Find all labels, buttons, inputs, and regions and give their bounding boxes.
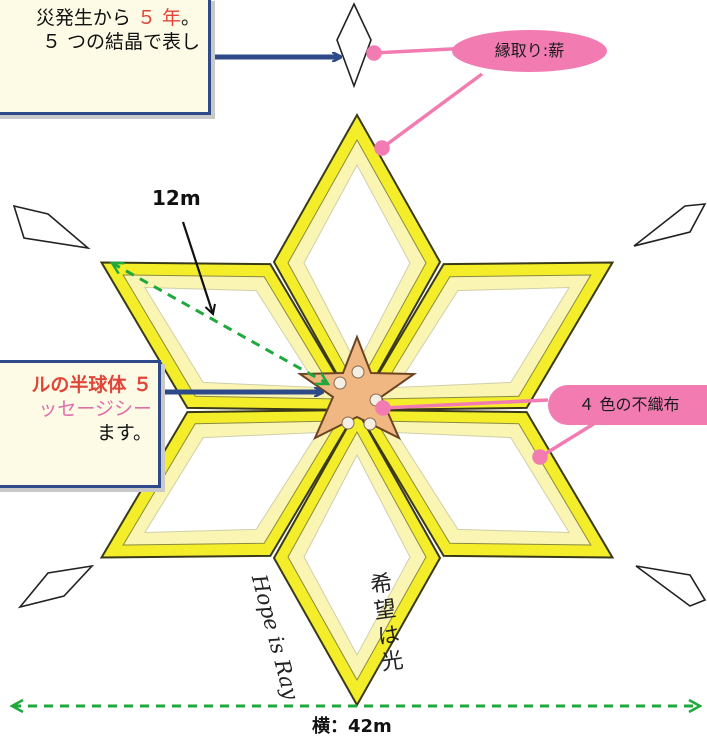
satellite-crystals xyxy=(12,2,707,609)
petal xyxy=(272,112,442,413)
top-box-line-2: ５ つの結晶で表し xyxy=(41,31,200,53)
hemisphere-2 xyxy=(351,365,365,379)
satellite-crystal-top xyxy=(336,2,372,89)
mid-info-box: ルの半球体 ５ ッセージシー ます。 xyxy=(0,360,161,488)
hemisphere-5 xyxy=(363,417,377,431)
years-highlight: ５ 年 xyxy=(136,7,181,29)
hemisphere-4 xyxy=(341,416,355,430)
petal xyxy=(272,407,442,708)
top-box-line-1: 災発生から ５ 年。 xyxy=(35,7,200,29)
arm-length-pointer xyxy=(181,221,213,314)
mid-box-line-2: ッセージシー xyxy=(38,398,152,420)
satellite-crystal-left-upper xyxy=(12,204,91,250)
top-info-box: 災発生から ５ 年。 ５ つの結晶で表し xyxy=(0,0,211,115)
petal xyxy=(355,261,615,412)
width-label: 横：42m xyxy=(312,716,392,737)
satellite-crystal-left-lower xyxy=(17,564,95,609)
rim-callout: 縁取り:薪 xyxy=(452,30,607,72)
mid-box-line-1: ルの半球体 ５ xyxy=(31,374,152,396)
arm-length-label: 12m xyxy=(152,186,201,210)
satellite-crystal-right-lower xyxy=(635,565,707,607)
fabric-callout: ４ 色の不織布 xyxy=(548,385,707,425)
satellite-crystal-right-upper xyxy=(633,203,707,247)
mid-box-line-3: ます。 xyxy=(96,422,152,444)
hemisphere-1 xyxy=(333,376,347,390)
petal xyxy=(99,408,359,559)
